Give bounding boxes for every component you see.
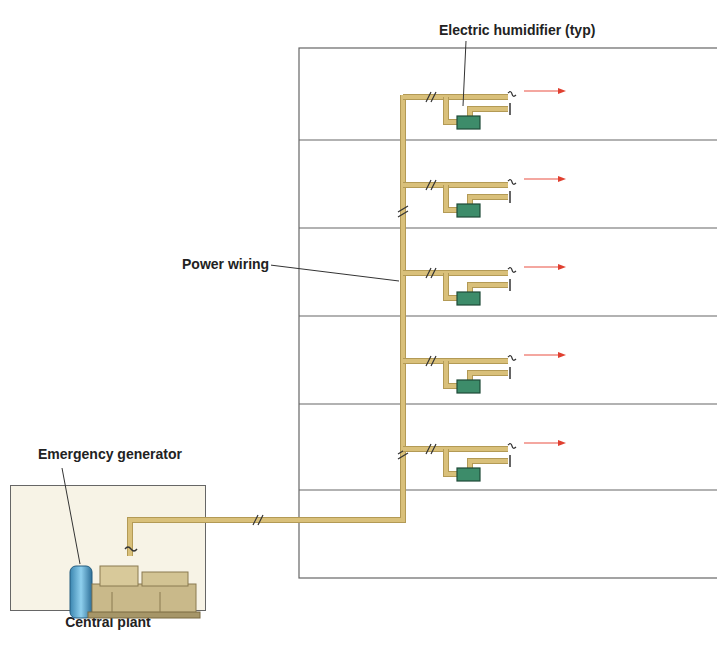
wire (470, 285, 508, 292)
wire-edge (470, 461, 508, 468)
wire (446, 361, 458, 386)
wire (470, 461, 508, 468)
wire-edge (446, 273, 458, 298)
floor-line (299, 489, 717, 490)
floor-line (299, 139, 717, 140)
electric-humidifier (457, 204, 480, 217)
wire-hash (426, 180, 436, 190)
wire (470, 373, 508, 380)
wire (446, 97, 458, 122)
steam-arrow (524, 442, 560, 444)
wire-edge (470, 285, 508, 292)
wire (403, 183, 508, 187)
cable-end (508, 356, 516, 361)
electric-humidifier (457, 292, 480, 305)
terminal (509, 191, 511, 203)
wire (446, 185, 458, 210)
wire-hash (426, 92, 436, 102)
wire (403, 271, 508, 275)
floor-line (299, 403, 717, 404)
wire-edge (403, 270, 508, 276)
terminal (509, 279, 511, 291)
leader-line (463, 41, 466, 106)
electric-humidifier (457, 468, 480, 481)
terminal (509, 367, 511, 379)
building-outline (299, 48, 717, 578)
plant-box: Central plant (10, 485, 206, 611)
steam-arrowhead (558, 440, 566, 446)
generator-label: Emergency generator (36, 446, 184, 462)
steam-arrowhead (558, 176, 566, 182)
steam-arrowhead (558, 264, 566, 270)
steam-arrow (524, 354, 560, 356)
steam-arrow (524, 90, 560, 92)
wire-edge (446, 97, 458, 122)
electric-humidifier (457, 380, 480, 393)
leader-line (270, 265, 399, 281)
wire (446, 273, 458, 298)
wire (470, 197, 508, 204)
building (299, 48, 717, 578)
cable-end (508, 444, 516, 449)
steam-arrow (524, 266, 560, 268)
wire-hash (426, 444, 436, 454)
wire-hash (253, 515, 263, 525)
wire-hash (426, 356, 436, 366)
wire-edge (470, 109, 508, 116)
steam-arrowhead (558, 352, 566, 358)
cable-end (508, 180, 516, 185)
electric-humidifier (457, 116, 480, 129)
steam-arrow (524, 178, 560, 180)
plant-label: Central plant (11, 614, 205, 630)
steam-arrowhead (558, 88, 566, 94)
cable-end (508, 268, 516, 273)
wire-edge (403, 358, 508, 364)
wire-hash (398, 448, 408, 459)
wire-hash (398, 206, 408, 217)
humidifier-label: Electric humidifier (typ) (437, 22, 597, 38)
floor-line (299, 227, 717, 228)
wire (403, 447, 508, 451)
wire-edge (446, 361, 458, 386)
wire-edge (403, 182, 508, 188)
cable-end (508, 92, 516, 97)
wire (403, 359, 508, 363)
wire-edge (446, 449, 458, 474)
wire (470, 109, 508, 116)
wire (403, 95, 508, 99)
wire-hash (426, 268, 436, 278)
wiring-label: Power wiring (180, 256, 271, 272)
wire (446, 449, 458, 474)
wire-edge (403, 446, 508, 452)
wire-edge (470, 197, 508, 204)
terminal (509, 455, 511, 467)
terminal (509, 103, 511, 115)
wire-edge (470, 373, 508, 380)
wire-edge (403, 94, 508, 100)
floor-line (299, 315, 717, 316)
wire-edge (446, 185, 458, 210)
